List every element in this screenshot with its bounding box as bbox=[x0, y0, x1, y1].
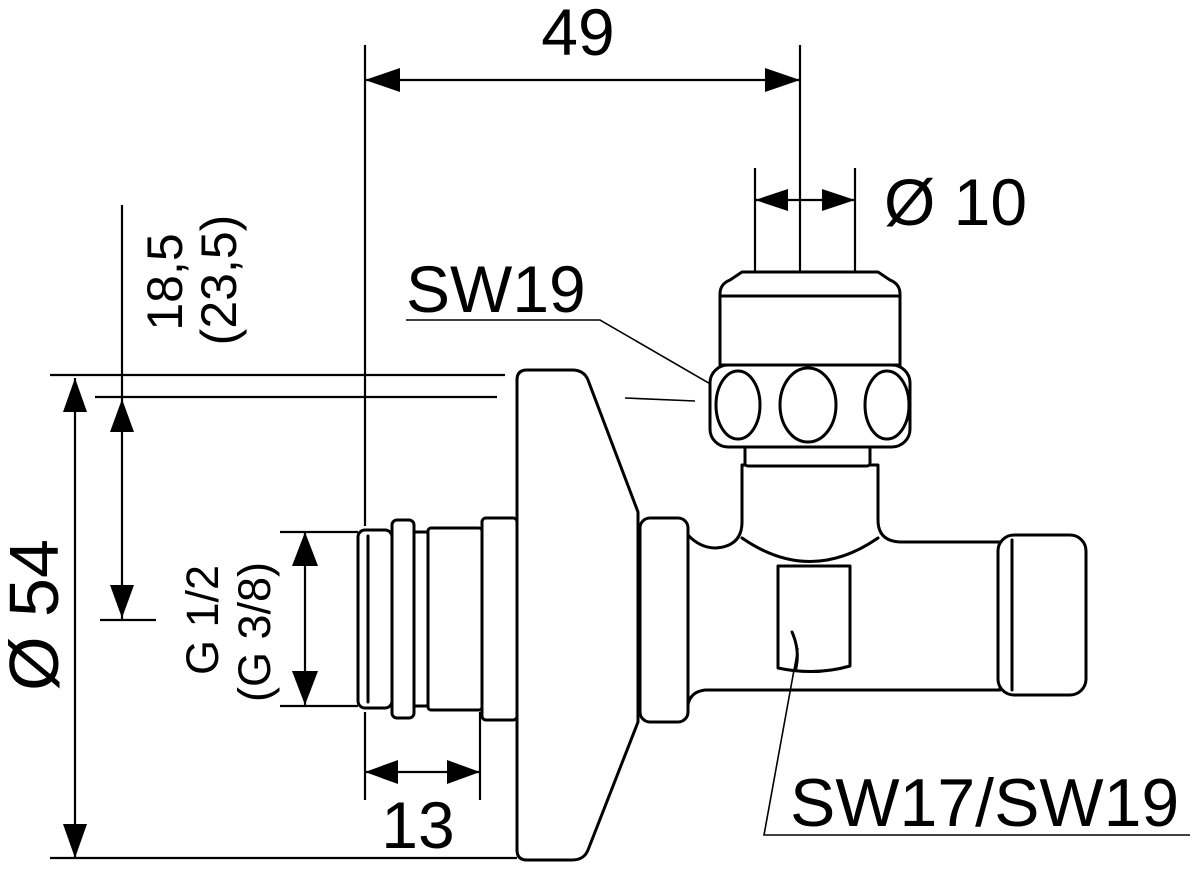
outlet-end-cap bbox=[996, 533, 1088, 697]
wrench-size-top-leader bbox=[406, 319, 739, 401]
thread-primary-label: G 1/2 bbox=[177, 565, 228, 675]
offset-arrow-bottom bbox=[110, 585, 134, 618]
offset-primary-label: 18,5 bbox=[137, 233, 193, 330]
top-cap bbox=[718, 270, 902, 367]
wrench-size-top-label: SW19 bbox=[406, 252, 586, 326]
inlet-thread-tip bbox=[356, 528, 394, 710]
inner-spindle bbox=[776, 564, 852, 674]
rosette-collar bbox=[638, 516, 690, 724]
wrench-size-bottom-leader bbox=[763, 647, 1190, 836]
wrench-size-bottom-label: SW17/SW19 bbox=[790, 765, 1179, 841]
diameter-10-arrow-right bbox=[822, 189, 855, 211]
dimension-13-arrow-right bbox=[447, 760, 480, 784]
hex-nut-facet-left bbox=[714, 369, 762, 441]
centerline-fragment bbox=[624, 397, 696, 402]
wall-rosette bbox=[515, 368, 640, 862]
diameter-10-arrow-left bbox=[755, 189, 788, 211]
junction-arc bbox=[740, 536, 880, 563]
thread-arrow-top bbox=[292, 532, 318, 566]
dimension-13-label: 13 bbox=[381, 788, 454, 862]
thread-alt-label: (G 3/8) bbox=[229, 562, 280, 702]
hex-nut-facet-right bbox=[863, 369, 911, 441]
dimension-13: 13 bbox=[363, 712, 482, 862]
dimension-thread: G 1/2 (G 3/8) bbox=[177, 530, 358, 708]
diameter-54-arrow-bottom bbox=[63, 824, 87, 858]
dimension-49-label: 49 bbox=[541, 0, 614, 69]
diameter-10-label: Ø 10 bbox=[884, 165, 1027, 239]
dimension-diameter-54: Ø 54 bbox=[0, 373, 517, 860]
dimension-diameter-10: Ø 10 bbox=[753, 165, 1027, 272]
dimension-13-arrow-left bbox=[365, 760, 398, 784]
wrench-size-bottom-callout: SW17/SW19 bbox=[763, 647, 1190, 841]
dimension-offset: 18,5 (23,5) bbox=[95, 205, 497, 622]
dimension-49: 49 bbox=[363, 0, 802, 526]
diameter-54-label: Ø 54 bbox=[0, 539, 73, 691]
thread-arrow-bottom bbox=[292, 671, 318, 705]
hex-nut-facet-center bbox=[778, 366, 838, 444]
inlet-hex-body bbox=[480, 516, 519, 722]
offset-alt-label: (23,5) bbox=[191, 215, 247, 346]
offset-arrow-top bbox=[110, 399, 134, 432]
inlet-ring bbox=[390, 518, 416, 720]
inlet-shank bbox=[426, 526, 484, 712]
dimension-49-arrow-left bbox=[365, 68, 400, 92]
wrench-size-top-callout: SW19 bbox=[406, 252, 739, 401]
nut-band bbox=[743, 444, 872, 468]
valve-body bbox=[356, 270, 1088, 862]
diameter-54-arrow-top bbox=[63, 378, 87, 412]
dimension-49-arrow-right bbox=[765, 68, 800, 92]
